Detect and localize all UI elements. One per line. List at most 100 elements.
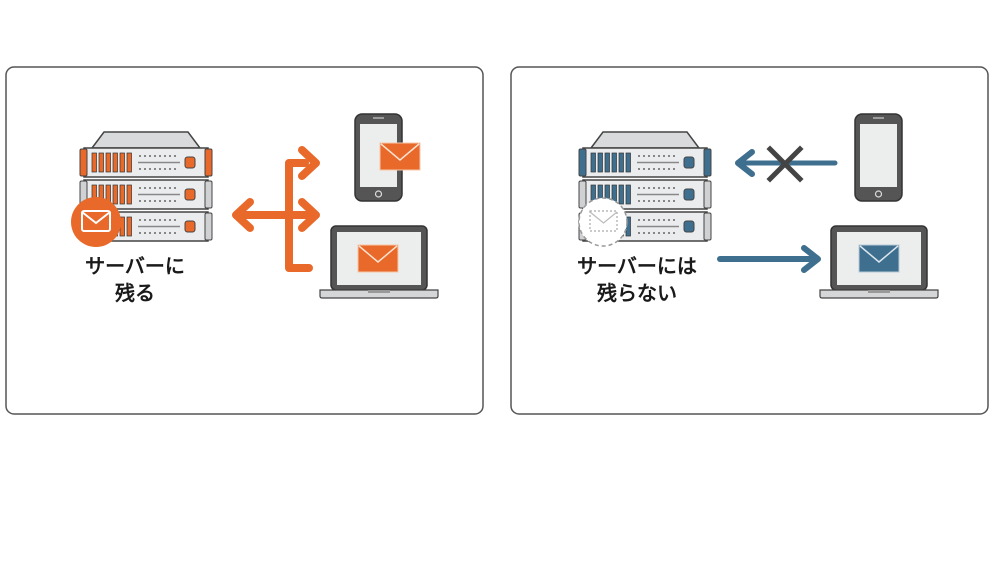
server-power-button: [184, 220, 196, 233]
server-power-button: [184, 156, 196, 169]
server-led: [658, 187, 660, 189]
right-label-line1: サーバーには: [577, 254, 697, 278]
server-led: [154, 200, 156, 202]
server-ear: [703, 148, 712, 177]
server-led: [648, 219, 650, 221]
server-led: [648, 187, 650, 189]
server-led: [139, 200, 141, 202]
server-led: [164, 232, 166, 234]
server-vent: [611, 152, 617, 173]
server-led: [663, 168, 665, 170]
server-led: [149, 168, 151, 170]
server-led: [154, 155, 156, 157]
server-led: [648, 155, 650, 157]
server-led: [643, 187, 645, 189]
server-rack-icon: [578, 131, 712, 242]
email-on-server-icon: [71, 197, 121, 247]
server-led: [144, 168, 146, 170]
server-ear: [204, 148, 213, 177]
server-led: [154, 232, 156, 234]
email-on-laptop-icon: [357, 244, 399, 273]
server-vent: [126, 152, 132, 173]
server-ear: [204, 180, 213, 209]
server-led: [154, 219, 156, 221]
server-led: [144, 155, 146, 157]
server-led: [159, 232, 161, 234]
server-led: [164, 155, 166, 157]
server-led: [673, 219, 675, 221]
server-unit: [578, 147, 712, 178]
server-led: [164, 200, 166, 202]
server-led: [144, 200, 146, 202]
server-led: [159, 187, 161, 189]
server-led: [663, 187, 665, 189]
server-vent: [119, 184, 125, 205]
server-led: [164, 219, 166, 221]
server-led: [643, 219, 645, 221]
server-led: [663, 232, 665, 234]
server-led: [668, 232, 670, 234]
server-led: [638, 187, 640, 189]
server-led: [663, 155, 665, 157]
smartphone-icon: [354, 113, 403, 202]
server-led: [169, 155, 171, 157]
left-label-line2: 残る: [115, 281, 155, 305]
server-led: [653, 232, 655, 234]
server-led: [648, 232, 650, 234]
server-led: [169, 232, 171, 234]
server-led: [149, 187, 151, 189]
server-led: [673, 200, 675, 202]
server-led: [149, 219, 151, 221]
server-led: [653, 187, 655, 189]
server-ear: [578, 180, 587, 209]
server-vent: [604, 152, 610, 173]
server-led: [159, 200, 161, 202]
server-power-button: [683, 220, 695, 233]
server-led: [144, 187, 146, 189]
download-arrow-icon: [717, 245, 821, 273]
server-led: [658, 232, 660, 234]
server-vent: [618, 184, 624, 205]
server-led: [658, 219, 660, 221]
server-led: [174, 232, 176, 234]
server-power-button: [184, 188, 196, 201]
server-led: [139, 232, 141, 234]
server-led: [159, 219, 161, 221]
server-led: [638, 155, 640, 157]
server-led: [673, 155, 675, 157]
sync-arrows-icon: [232, 146, 320, 272]
server-ear: [79, 148, 88, 177]
server-led: [643, 168, 645, 170]
x-mark-icon: [766, 145, 804, 183]
server-led: [668, 219, 670, 221]
server-led: [653, 168, 655, 170]
server-led: [653, 219, 655, 221]
server-led: [668, 200, 670, 202]
left-panel: サーバーに 残る: [5, 66, 484, 415]
server-vent: [625, 184, 631, 205]
deleted-email-icon: [578, 197, 628, 247]
server-led: [169, 200, 171, 202]
server-led: [149, 155, 151, 157]
server-vent: [105, 152, 111, 173]
server-led: [154, 187, 156, 189]
server-vent: [112, 152, 118, 173]
server-vent: [98, 152, 104, 173]
server-led: [174, 155, 176, 157]
server-unit: [578, 179, 712, 210]
server-led: [169, 168, 171, 170]
server-vent: [597, 152, 603, 173]
right-label-line2: 残らない: [597, 281, 677, 305]
server-led: [139, 187, 141, 189]
server-led: [149, 200, 151, 202]
server-led: [169, 187, 171, 189]
server-led: [174, 168, 176, 170]
server-ear: [204, 212, 213, 241]
server-led: [174, 187, 176, 189]
server-led: [139, 219, 141, 221]
server-led: [673, 168, 675, 170]
server-led: [139, 155, 141, 157]
server-lid: [90, 131, 202, 149]
server-led: [643, 200, 645, 202]
email-on-phone-icon: [379, 142, 421, 171]
